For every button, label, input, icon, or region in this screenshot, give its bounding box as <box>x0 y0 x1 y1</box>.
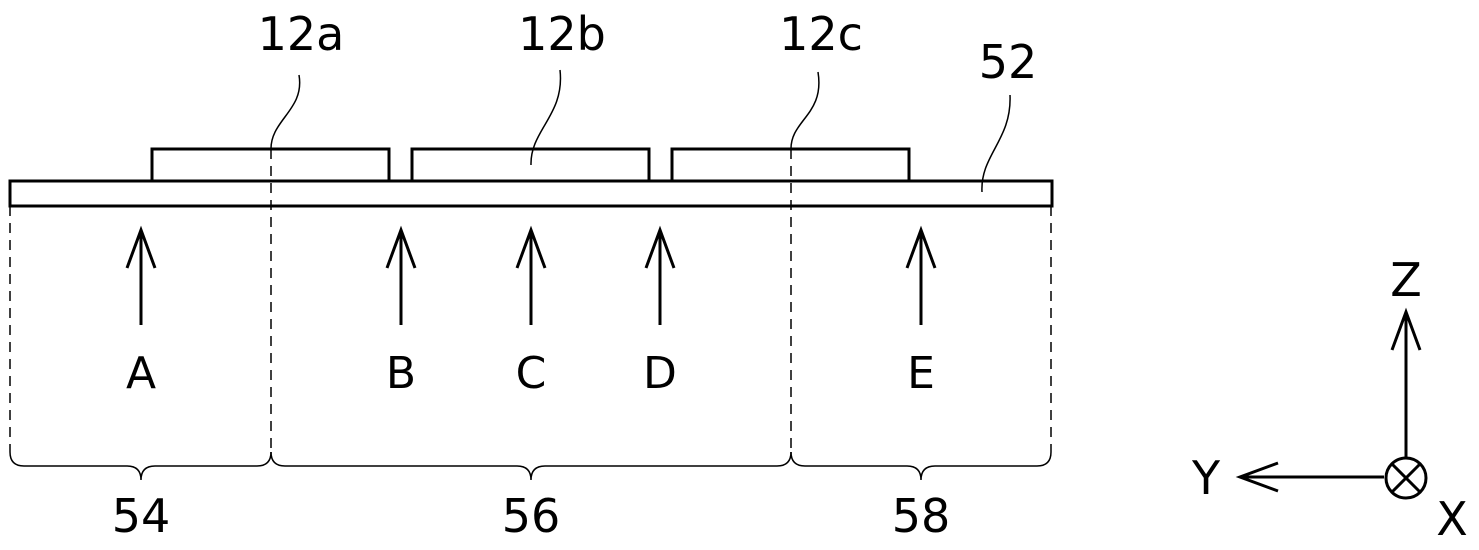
coordinate-axes <box>1235 307 1428 500</box>
z-axis-arrowhead <box>1390 307 1422 351</box>
region-boundaries <box>9 149 1052 452</box>
arrow-C <box>515 225 547 325</box>
label-B: B <box>386 348 416 399</box>
ref-58: 58 <box>892 489 951 543</box>
axis-label-y: Y <box>1191 451 1221 505</box>
arrow-D <box>644 225 676 325</box>
axis-label-z: Z <box>1390 253 1422 307</box>
ref-52: 52 <box>979 35 1038 89</box>
axis-label-x: X <box>1436 492 1468 545</box>
leader-12a <box>270 74 301 151</box>
leader-12c <box>790 71 820 151</box>
leader-12b <box>530 69 562 166</box>
ref-12b: 12b <box>518 7 606 61</box>
ref-12c: 12c <box>779 7 863 61</box>
arrow-B <box>385 225 417 325</box>
brace-58 <box>790 451 1052 481</box>
label-A: A <box>126 348 156 399</box>
y-axis-arrowhead <box>1235 461 1279 493</box>
leader-lines <box>270 69 1011 193</box>
label-E: E <box>907 348 935 399</box>
ref-56: 56 <box>502 489 561 543</box>
into-page-circle-x-icon <box>1384 456 1428 500</box>
label-D: D <box>643 348 677 399</box>
ref-12a: 12a <box>258 7 345 61</box>
label-C: C <box>516 348 547 399</box>
chip-12b <box>410 147 651 183</box>
arrows <box>125 225 937 325</box>
leader-52 <box>981 94 1011 193</box>
ref-54: 54 <box>112 489 171 543</box>
arrow-E <box>905 225 937 325</box>
arrow-A <box>125 225 157 325</box>
region-braces <box>9 451 1052 481</box>
brace-56 <box>270 451 792 481</box>
substrate-52 <box>8 179 1054 208</box>
brace-54 <box>9 451 272 481</box>
